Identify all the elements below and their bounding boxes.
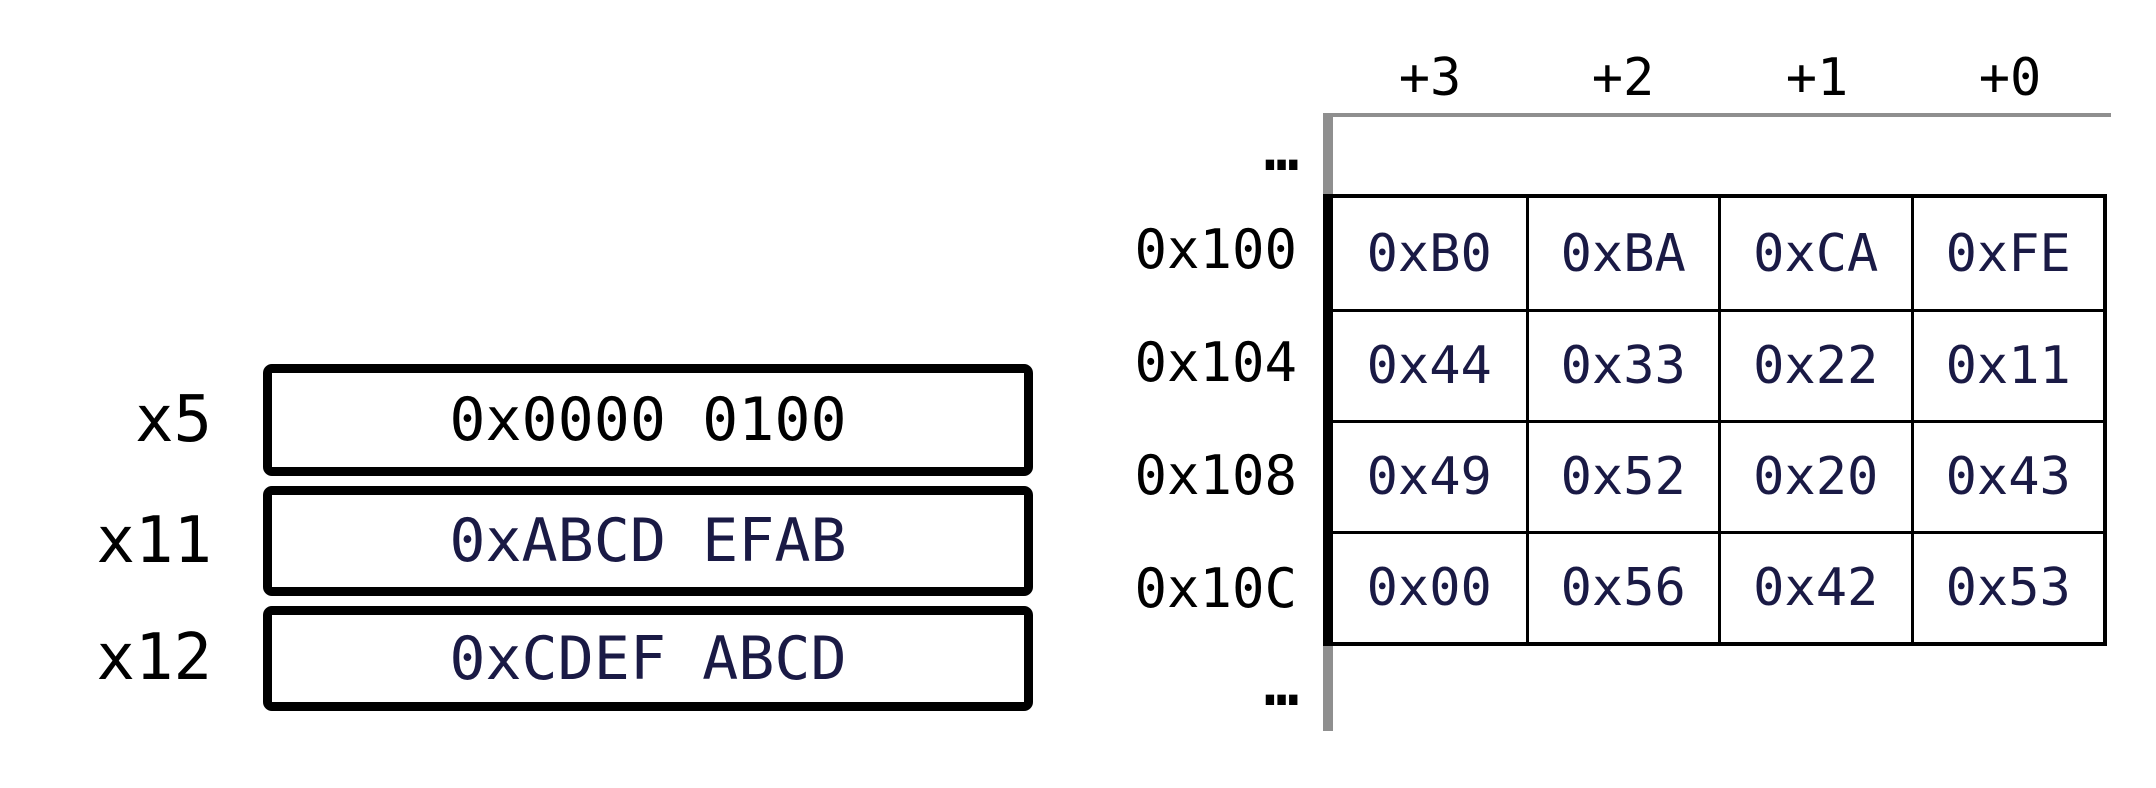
memory-cell-0x10B: 0x49: [1333, 420, 1526, 531]
register-value-x12: 0xCDEF ABCD: [449, 623, 847, 694]
memory-cell-0x108: 0x43: [1910, 420, 2103, 531]
memory-column-header-plus1: +1: [1785, 48, 1849, 108]
register-label-x12: x12: [96, 621, 212, 695]
memory-cell-0x103: 0xB0: [1366, 223, 1492, 284]
memory-cell-0x10F: 0x00: [1333, 531, 1526, 642]
memory-top-rail-line: [1323, 113, 2111, 117]
memory-cell-0x104: 0x11: [1910, 309, 2103, 420]
memory-column-header-plus2: +2: [1591, 48, 1655, 108]
memory-cell-0x10A: 0x52: [1525, 420, 1718, 531]
memory-column-header-plus0: +0: [1978, 48, 2042, 108]
memory-byte-table: 0xB0 0xBA 0xCA 0xFE 0x44 0x33 0x22 0x11 …: [1333, 194, 2107, 646]
memory-address-0x108: 0x108: [1134, 444, 1297, 507]
register-value-x5: 0x0000 0100: [449, 385, 847, 455]
memory-address-0x10C: 0x10C: [1134, 557, 1297, 620]
memory-address-0x104: 0x104: [1134, 331, 1297, 394]
memory-cell-0x105: 0x22: [1718, 309, 1911, 420]
memory-left-rail-bottom: [1323, 646, 1333, 731]
memory-cell-0x10C: 0x53: [1910, 531, 2103, 642]
register-box-x5: 0x0000 0100: [263, 364, 1033, 476]
register-value-x11: 0xABCD EFAB: [449, 506, 847, 576]
memory-address-0x100: 0x100: [1134, 218, 1297, 281]
memory-left-edge-bar: [1323, 194, 1333, 646]
register-box-x12: 0xCDEF ABCD: [263, 606, 1033, 711]
memory-cell-0x10E: 0x56: [1525, 531, 1718, 642]
register-box-x11: 0xABCD EFAB: [263, 486, 1033, 596]
register-label-x5: x5: [134, 383, 212, 457]
memory-ellipsis-bottom: …: [1264, 651, 1299, 719]
memory-ellipsis-top: …: [1264, 116, 1299, 184]
memory-cell-0x100: 0xFE: [1910, 198, 2104, 309]
memory-cell-0x101: 0xCA: [1718, 198, 1911, 309]
memory-cell-0x109: 0x20: [1718, 420, 1911, 531]
register-label-x11: x11: [96, 504, 212, 578]
memory-left-rail-top: [1323, 113, 1333, 194]
memory-column-header-plus3: +3: [1398, 48, 1462, 108]
memory-cell-0x107: 0x44: [1333, 309, 1526, 420]
memory-cell-0x106: 0x33: [1525, 309, 1718, 420]
memory-cell-0x102: 0xBA: [1525, 198, 1719, 309]
memory-cell-0x10D: 0x42: [1718, 531, 1911, 642]
